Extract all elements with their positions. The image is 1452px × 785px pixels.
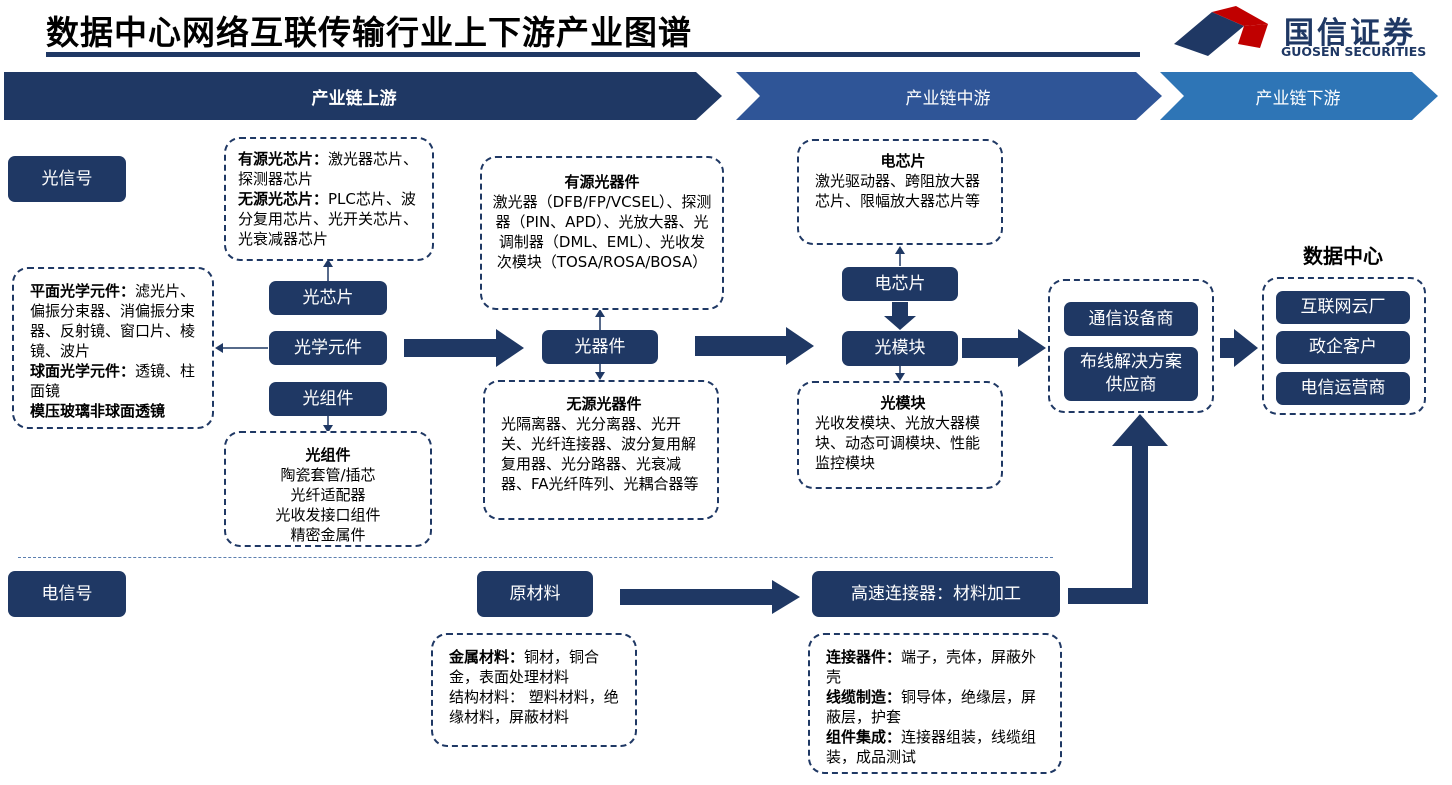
datacenter-telecom-operator: 电信运营商 (1276, 372, 1410, 405)
active-device-detail: 有源光器件 激光器（DFB/FP/VCSEL）、探测器（PIN、APD）、光放大… (480, 156, 724, 310)
optical-element-detail: 平面光学元件：滤光片、偏振分束器、消偏振分束器、反射镜、窗口片、棱镜、波片 球面… (12, 267, 214, 429)
connector-part-body: 端子，壳体，屏蔽外壳 (826, 648, 1037, 686)
optical-assembly-box: 光组件 (269, 382, 387, 416)
arrow-vendors-to-datacenter (1220, 329, 1258, 367)
optical-element-box: 光学元件 (269, 331, 387, 365)
datacenter-title: 数据中心 (1303, 244, 1383, 268)
active-device-title: 有源光器件 (564, 173, 640, 191)
arrow-connector-to-vendors (1068, 414, 1168, 604)
integration-body: 连接器组装，线缆组装，成品测试 (826, 728, 1037, 766)
passive-device-detail: 无源光器件 光隔离器、光分离器、光开关、光纤连接器、波分复用解复用器、光分路器、… (483, 380, 719, 520)
optical-module-box: 光模块 (842, 331, 958, 366)
arrow-module-to-vendors (962, 329, 1046, 367)
arrow-echip-to-module (884, 302, 916, 330)
metal-material-body: 铜材，铜合金，表面处理材料 (449, 648, 600, 686)
datacenter-internet-cloud: 互联网云厂 (1276, 291, 1410, 324)
integration-title: 组件集成： (826, 728, 902, 746)
datacenter-gov-enterprise: 政企客户 (1276, 331, 1410, 364)
struct-material-title: 结构材料： (449, 688, 525, 706)
raw-material-box: 原材料 (477, 571, 593, 617)
passive-device-body: 光隔离器、光分离器、光开关、光纤连接器、波分复用解复用器、光分路器、光衰减器、F… (501, 415, 699, 493)
sphere-element-title: 球面光学元件： (30, 362, 136, 380)
signal-divider (18, 557, 1053, 558)
optical-device-box: 光器件 (542, 330, 658, 364)
telecom-vendor-box: 通信设备商 (1064, 302, 1198, 336)
optical-module-title: 光模块 (880, 394, 926, 412)
electric-chip-title: 电芯片 (880, 152, 926, 170)
active-chip-body: 激光器芯片、探测器芯片 (238, 150, 419, 188)
passive-chip-title: 无源光芯片： (238, 190, 329, 208)
logo-name: 国信证券 (1284, 16, 1416, 51)
plane-element-title: 平面光学元件： (30, 282, 136, 300)
stage-upstream: 产业链上游 (311, 88, 397, 109)
assembly-item: 光收发接口组件 (275, 506, 381, 524)
stage-downstream: 产业链下游 (1255, 88, 1341, 109)
stage-banner (4, 72, 1438, 120)
electric-chip-detail: 电芯片 激光驱动器、跨阻放大器芯片、限幅放大器芯片等 (797, 139, 1003, 245)
struct-material-body: 塑料材料，绝缘材料，屏蔽材料 (449, 688, 619, 726)
arrow-element-to-device (404, 329, 524, 367)
plane-element-body: 滤光片、偏振分束器、消偏振分束器、反射镜、窗口片、棱镜、波片 (30, 282, 196, 360)
arrow-device-to-module (695, 327, 814, 365)
assembly-item: 陶瓷套管/插芯 (280, 466, 376, 484)
logo-subtitle: GUOSEN SECURITIES (1281, 44, 1427, 59)
stage-midstream: 产业链中游 (905, 88, 991, 109)
connector-part-title: 连接器件： (826, 648, 902, 666)
assembly-item: 精密金属件 (290, 526, 366, 544)
connector-detail: 连接器件：端子，壳体，屏蔽外壳 线缆制造：铜导体，绝缘层，屏蔽层，护套 组件集成… (808, 633, 1062, 774)
aspheric-lens: 模压玻璃非球面透镜 (30, 402, 166, 420)
active-chip-title: 有源光芯片： (238, 150, 329, 168)
optical-assembly-detail: 光组件 陶瓷套管/插芯 光纤适配器 光收发接口组件 精密金属件 (224, 431, 432, 547)
cable-body: 铜导体，绝缘层，屏蔽层，护套 (826, 688, 1037, 726)
electrical-signal-label: 电信号 (8, 571, 126, 617)
optical-signal-label: 光信号 (8, 156, 126, 202)
passive-chip-body: PLC芯片、波分复用芯片、光开关芯片、光衰减器芯片 (238, 190, 419, 248)
optical-module-detail: 光模块 光收发模块、光放大器模块、动态可调模块、性能监控模块 (797, 381, 1003, 489)
active-device-body: 激光器（DFB/FP/VCSEL）、探测器（PIN、APD）、光放大器、光调制器… (492, 193, 712, 271)
passive-device-title: 无源光器件 (566, 395, 642, 413)
page-title: 数据中心网络互联传输行业上下游产业图谱 (46, 13, 692, 52)
cable-title: 线缆制造： (826, 688, 902, 706)
electric-chip-box: 电芯片 (842, 267, 958, 301)
optical-chip-detail: 有源光芯片：激光器芯片、探测器芯片 无源光芯片：PLC芯片、波分复用芯片、光开关… (224, 137, 434, 261)
arrow-raw-to-connector (620, 580, 800, 614)
raw-material-detail: 金属材料：铜材，铜合金，表面处理材料 结构材料： 塑料材料，绝缘材料，屏蔽材料 (431, 633, 637, 747)
optical-chip-box: 光芯片 (269, 281, 387, 315)
assembly-item: 光纤适配器 (290, 486, 366, 504)
metal-material-title: 金属材料： (449, 648, 525, 666)
assembly-title: 光组件 (305, 446, 351, 464)
optical-module-body: 光收发模块、光放大器模块、动态可调模块、性能监控模块 (815, 414, 981, 472)
cabling-vendor-box: 布线解决方案供应商 (1064, 347, 1198, 401)
title-underline (46, 52, 1140, 57)
hs-connector-box: 高速连接器：材料加工 (812, 571, 1060, 617)
guosen-logo-icon (1174, 6, 1268, 56)
sphere-element-body: 透镜、柱面镜 (30, 362, 196, 400)
electric-chip-body: 激光驱动器、跨阻放大器芯片、限幅放大器芯片等 (815, 172, 981, 210)
